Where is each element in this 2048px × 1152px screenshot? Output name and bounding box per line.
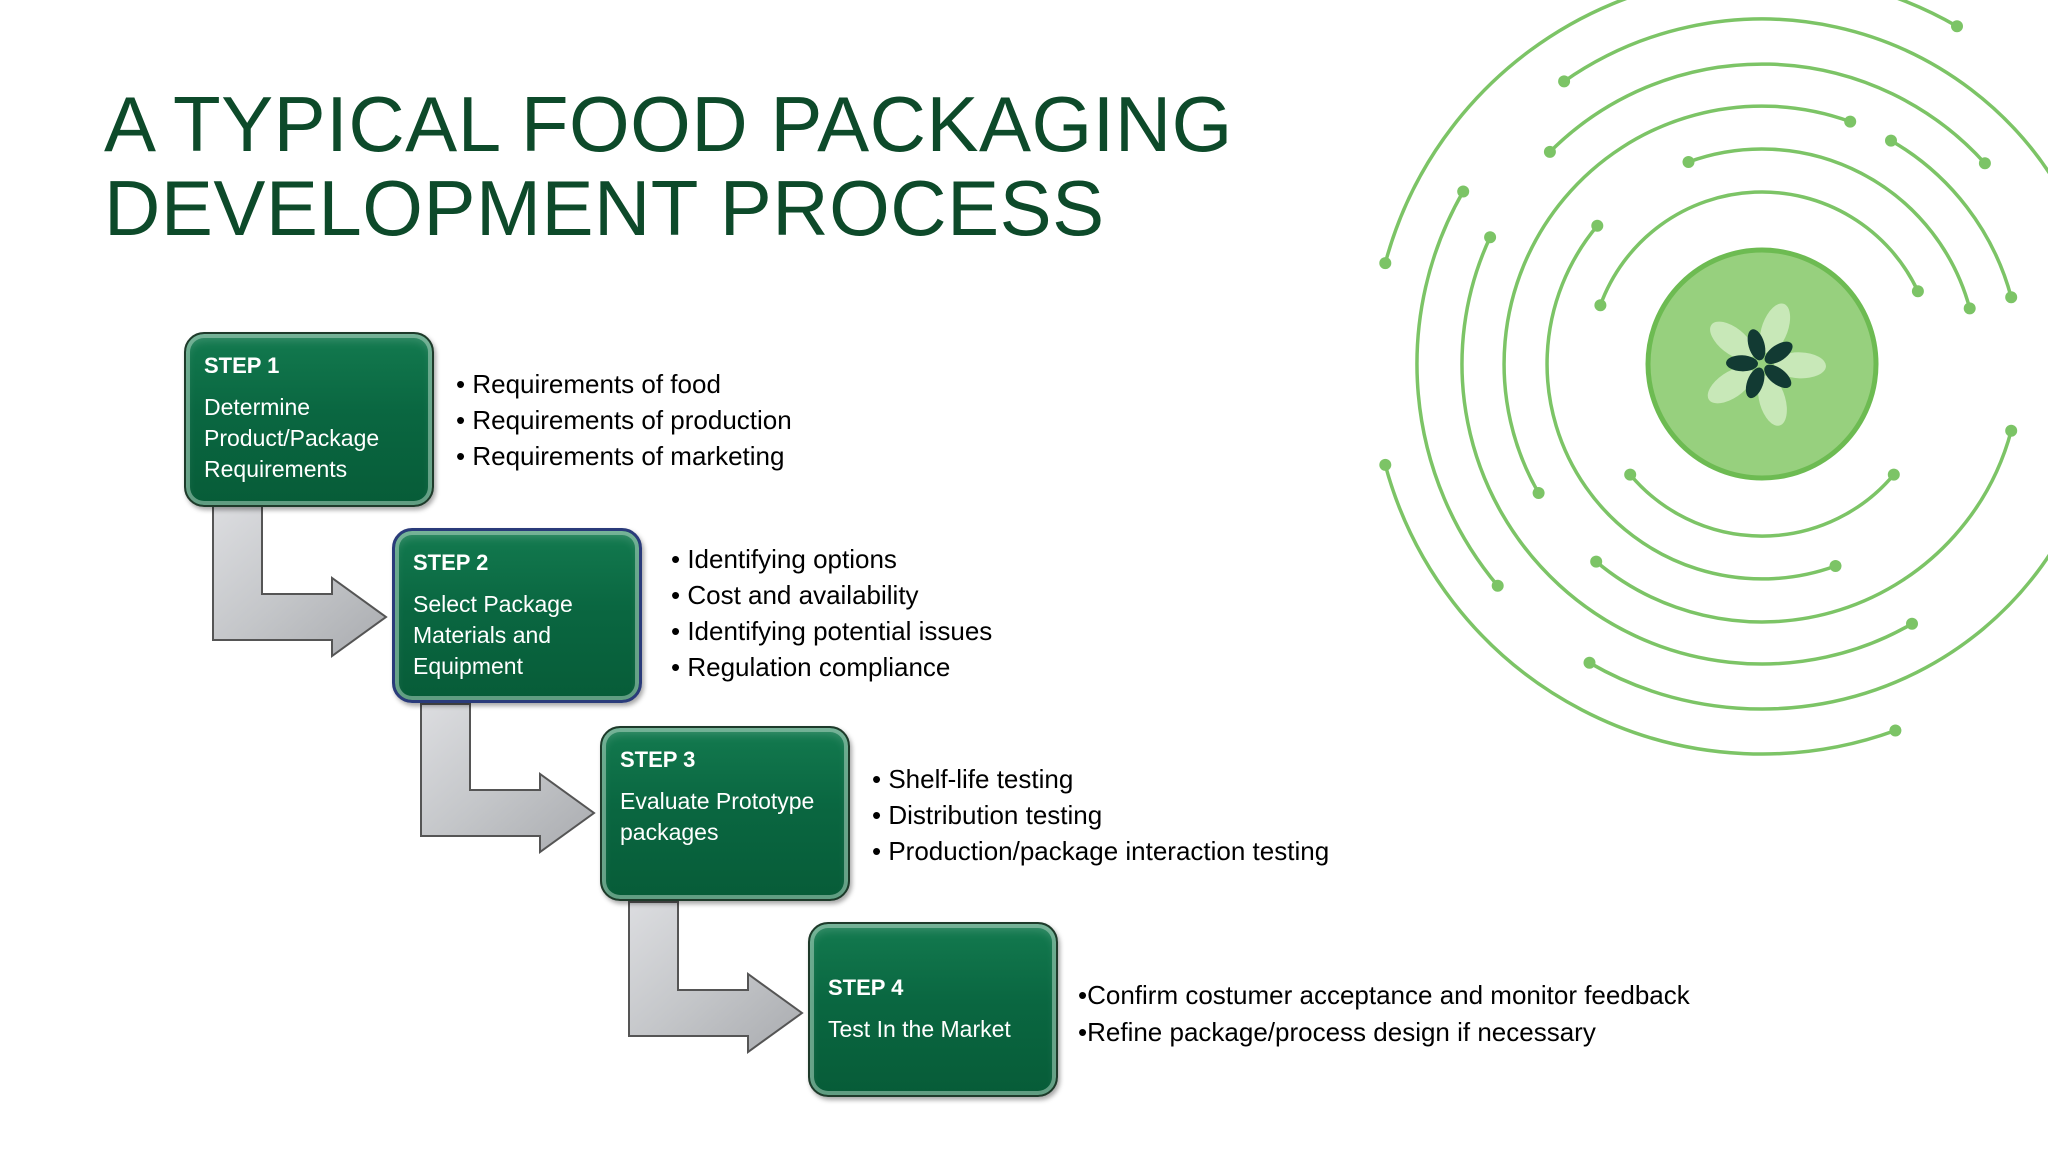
circuit-dot: [1532, 487, 1545, 499]
step-2-desc-line: Equipment: [413, 653, 523, 679]
circuit-arc: [1383, 463, 1898, 756]
circuit-arc: [1460, 235, 1914, 666]
circuit-dot: [1590, 555, 1603, 568]
step-1-desc-line: Requirements: [204, 456, 348, 482]
page-title: A TYPICAL FOOD PACKAGING DEVELOPMENT PRO…: [104, 82, 1304, 250]
circuit-dot: [1484, 231, 1497, 244]
circuit-dot: [1963, 302, 1976, 315]
step-3-bullets: • Shelf-life testing • Distribution test…: [872, 761, 1329, 869]
circuit-dot: [1457, 185, 1470, 198]
circuit-dot: [1583, 656, 1596, 669]
circuit-dots: [1379, 20, 2018, 737]
bullet-item: • Requirements of production: [456, 405, 792, 435]
circuit-dot: [1379, 458, 1392, 471]
step-2-box: STEP 2 Select Package Materials and Equi…: [392, 528, 642, 703]
bullet-item: •Refine package/process design if necess…: [1078, 1017, 1596, 1047]
elbow-arrow-icon: [628, 901, 804, 1054]
circuit-dot: [1591, 219, 1604, 232]
circuit-dot: [1885, 134, 1897, 147]
circuit-dot: [1558, 75, 1571, 88]
step-2-desc-line: Materials and: [413, 622, 552, 648]
circuit-dot: [1829, 560, 1842, 572]
step-4-bullets: •Confirm costumer acceptance and monitor…: [1078, 977, 1690, 1051]
step-1-desc-line: Product/Package: [204, 425, 380, 451]
circuit-arc: [1587, 553, 2048, 711]
step-3-desc-line: packages: [620, 819, 719, 845]
flower-emblem-icon: [1707, 303, 1826, 426]
bullet-item: • Distribution testing: [872, 800, 1103, 830]
circuit-dot: [1491, 579, 1504, 592]
step-2-label: STEP 2: [413, 550, 489, 575]
step-1-label: STEP 1: [204, 353, 280, 378]
circuit-dot: [1978, 157, 1991, 170]
circuit-arc: [1415, 189, 1500, 588]
circuit-dot: [1594, 299, 1607, 312]
elbow-arrow-icon: [212, 505, 388, 658]
circuit-dot: [1624, 468, 1637, 481]
circuit-dot: [1906, 617, 1918, 630]
step-2-bullets: • Identifying options • Cost and availab…: [671, 541, 992, 685]
step-1-box: STEP 1 Determine Product/Package Require…: [184, 332, 434, 507]
step-3-box: STEP 3 Evaluate Prototype packages: [600, 726, 850, 901]
circuit-dot: [1844, 115, 1857, 128]
circuit-arc: [1686, 147, 1972, 311]
circuit-dot: [1682, 156, 1695, 168]
bullet-item: •Confirm costumer acceptance and monitor…: [1078, 980, 1690, 1010]
circuit-dot: [1951, 20, 1963, 33]
title-line-2: DEVELOPMENT PROCESS: [104, 164, 1105, 252]
bullet-item: • Cost and availability: [671, 580, 919, 610]
step-3-desc-line: Evaluate Prototype: [620, 788, 815, 814]
step-4-desc-line: Test In the Market: [828, 1016, 1011, 1042]
step-2-desc-line: Select Package: [413, 591, 573, 617]
circuit-dot: [2005, 424, 2018, 437]
circuit-rings-icon: [1383, 0, 2048, 756]
elbow-arrow-icon: [420, 703, 596, 854]
bullet-item: • Identifying potential issues: [671, 616, 993, 646]
circuit-arc: [1562, 17, 2048, 175]
bullet-item: • Requirements of marketing: [456, 441, 785, 471]
step-1-desc-line: Determine: [204, 394, 311, 420]
bullet-item: • Shelf-life testing: [872, 764, 1074, 794]
bullet-item: • Identifying options: [671, 544, 897, 574]
circuit-dot: [1889, 724, 1902, 737]
step-3-label: STEP 3: [620, 747, 696, 772]
step-4-label: STEP 4: [828, 975, 904, 1000]
step-4-box: STEP 4 Test In the Market: [808, 922, 1058, 1097]
circuit-arc: [1598, 190, 1920, 307]
title-line-1: A TYPICAL FOOD PACKAGING: [104, 80, 1233, 168]
circuit-arc: [1594, 429, 2013, 624]
circuit-dot: [1543, 145, 1556, 158]
circuit-dot: [1379, 257, 1392, 270]
circuit-arc: [1628, 472, 1896, 538]
step-1-bullets: • Requirements of food • Requirements of…: [456, 366, 792, 474]
circuit-arc: [1889, 138, 2013, 299]
bullet-item: • Regulation compliance: [671, 652, 951, 682]
circuit-arc: [1548, 62, 1987, 166]
circuit-arc: [1502, 104, 1852, 495]
circuit-dot: [2005, 291, 2018, 304]
circuit-arc: [1383, 0, 1959, 265]
bullet-item: • Requirements of food: [456, 369, 721, 399]
bullet-item: • Production/package interaction testing: [872, 836, 1330, 866]
circuit-dot: [1911, 285, 1924, 298]
circuit-arc: [1545, 224, 1838, 581]
circuit-dot: [1887, 468, 1900, 481]
